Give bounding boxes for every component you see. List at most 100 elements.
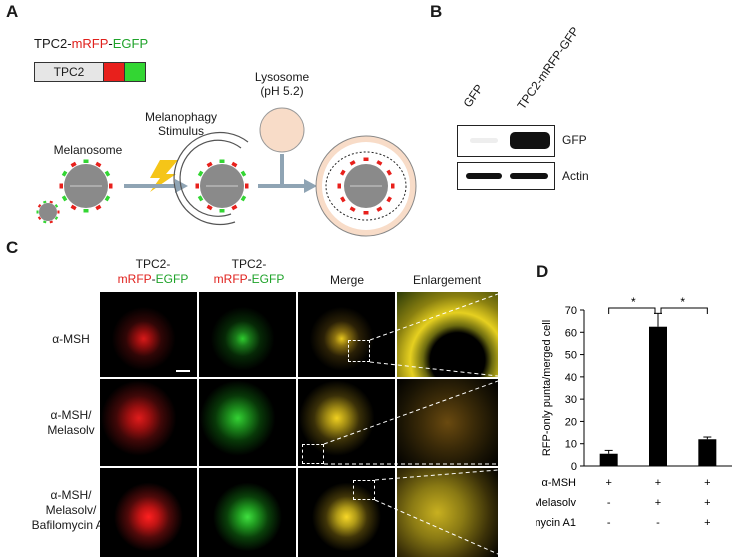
stimulus-label-line2: Stimulus bbox=[157, 124, 204, 138]
fusion-marker bbox=[376, 206, 383, 212]
bar bbox=[599, 453, 618, 466]
lane-label-gfp: GFP bbox=[460, 81, 487, 110]
arrow-2-head bbox=[304, 179, 317, 193]
row-label-3-line1: α-MSH/ bbox=[50, 488, 92, 502]
blot-label-actin: Actin bbox=[562, 169, 589, 183]
panel-c-letter: C bbox=[6, 238, 19, 257]
fusion-marker bbox=[245, 183, 249, 189]
bar-chart-d: RFP-only punta/merged cell01020304050607… bbox=[536, 295, 732, 529]
micro-r2-red bbox=[100, 379, 197, 466]
treatment-sign: + bbox=[655, 497, 661, 509]
fusion-marker bbox=[231, 161, 238, 168]
fusion-marker bbox=[349, 160, 356, 166]
treatment-sign: - bbox=[607, 497, 611, 509]
treatment-sign: - bbox=[607, 517, 611, 529]
sig-bracket-2 bbox=[660, 307, 708, 314]
fusion-marker bbox=[195, 183, 199, 189]
col-header-green: TPC2- mRFP-EGFP bbox=[204, 257, 294, 287]
blot-actin bbox=[457, 162, 555, 190]
col-header-red-mrfp: mRFP bbox=[117, 272, 152, 286]
fusion-marker bbox=[57, 210, 60, 214]
sig-star-1: * bbox=[631, 295, 636, 309]
stimulus-label: Melanophagy Stimulus bbox=[126, 110, 236, 138]
lysosome-label-line2: (pH 5.2) bbox=[260, 84, 304, 98]
bar bbox=[649, 326, 667, 466]
col-header-red-line1: TPC2- bbox=[135, 257, 171, 271]
construct-title-tpc2: TPC2- bbox=[34, 36, 72, 51]
fusion-marker bbox=[49, 220, 53, 224]
y-tick-label: 50 bbox=[565, 350, 577, 362]
fusion-marker bbox=[109, 183, 113, 189]
phagophore-membrane bbox=[173, 131, 249, 226]
col-header-enlargement: Enlargement bbox=[412, 273, 482, 287]
col-header-red-dash: - bbox=[151, 272, 156, 286]
fusion-marker bbox=[37, 204, 42, 208]
lane-label-tpc2: TPC2-mRFP-GFP bbox=[514, 24, 582, 112]
micro-r3-red bbox=[100, 468, 197, 557]
fusion-marker bbox=[240, 195, 247, 202]
melanosome-1 bbox=[59, 159, 113, 213]
blot-gfp-band-strong bbox=[510, 132, 550, 149]
fusion-marker bbox=[104, 170, 111, 177]
fusion-marker bbox=[83, 209, 89, 213]
row-label-2: α-MSH/ Melasolv bbox=[26, 408, 116, 438]
roi-box-r1 bbox=[348, 340, 370, 362]
roi-box-r3 bbox=[353, 480, 375, 500]
fusion-marker bbox=[37, 216, 42, 220]
construct-egfp-segment bbox=[125, 63, 145, 81]
row-label-3: α-MSH/ Melasolv/ Bafilomycin A1 bbox=[22, 488, 120, 533]
fusion-marker bbox=[104, 195, 111, 202]
fusion-marker bbox=[349, 206, 356, 212]
fusion-marker bbox=[231, 204, 238, 211]
fusion-marker bbox=[49, 200, 53, 204]
arrow-1-head bbox=[175, 179, 188, 193]
fusion-marker bbox=[340, 196, 346, 203]
row-label-3-line2: Melasolv/ bbox=[45, 503, 97, 517]
col-header-green-egfp: EGFP bbox=[251, 272, 285, 286]
y-tick-label: 20 bbox=[565, 416, 577, 428]
fusion-marker bbox=[95, 161, 102, 168]
fusion-marker bbox=[240, 170, 247, 177]
col-header-merge: Merge bbox=[329, 273, 364, 287]
micro-r2-merge bbox=[298, 379, 395, 466]
blot-label-gfp: GFP bbox=[562, 133, 587, 147]
micro-r2-green bbox=[199, 379, 296, 466]
construct-tpc2-segment: TPC2 bbox=[35, 63, 104, 81]
treatment-label: α-MSH bbox=[542, 477, 577, 489]
panel-d-letter: D bbox=[536, 262, 549, 281]
fusion-marker bbox=[197, 195, 204, 202]
sig-star-2: * bbox=[680, 295, 685, 309]
fusion-marker bbox=[386, 196, 392, 203]
treatment-sign: + bbox=[605, 477, 611, 489]
fusion-marker bbox=[61, 170, 68, 177]
construct-title-egfp: EGFP bbox=[112, 36, 149, 51]
fusion-marker bbox=[386, 169, 392, 176]
construct-mrfp-segment bbox=[104, 63, 125, 81]
fusion-marker bbox=[206, 161, 213, 168]
micro-r3-enlarge bbox=[397, 468, 498, 557]
fusion-marker bbox=[61, 195, 68, 202]
col-header-red: TPC2- mRFP-EGFP bbox=[108, 257, 198, 287]
fusion-marker bbox=[54, 216, 59, 220]
autolysosome bbox=[315, 135, 417, 237]
row-label-2-line1: α-MSH/ bbox=[50, 408, 92, 422]
fusion-marker bbox=[219, 159, 225, 163]
col-header-red-egfp: EGFP bbox=[155, 272, 189, 286]
col-header-green-dash: - bbox=[247, 272, 252, 286]
fusion-marker bbox=[340, 169, 346, 176]
construct-title: TPC2-mRFP-EGFP bbox=[34, 36, 148, 51]
y-tick-label: 40 bbox=[565, 372, 577, 384]
roi-box-r2 bbox=[302, 444, 324, 464]
fusion-marker bbox=[59, 183, 63, 189]
fusion-marker bbox=[206, 204, 213, 211]
treatment-label: Melasolv bbox=[536, 497, 576, 509]
melanophagy-schematic bbox=[36, 107, 417, 237]
panel-b-letter: B bbox=[430, 2, 443, 21]
melanosome-label: Melanosome bbox=[53, 143, 123, 157]
micro-r1-red bbox=[100, 292, 197, 377]
fusion-marker bbox=[70, 161, 77, 168]
construct-title-dash: - bbox=[108, 36, 113, 51]
lysosome-label-line1: Lysosome bbox=[254, 70, 310, 84]
lysosome-label: Lysosome (pH 5.2) bbox=[232, 70, 332, 98]
y-axis-label: RFP-only punta/merged cell bbox=[541, 320, 553, 456]
